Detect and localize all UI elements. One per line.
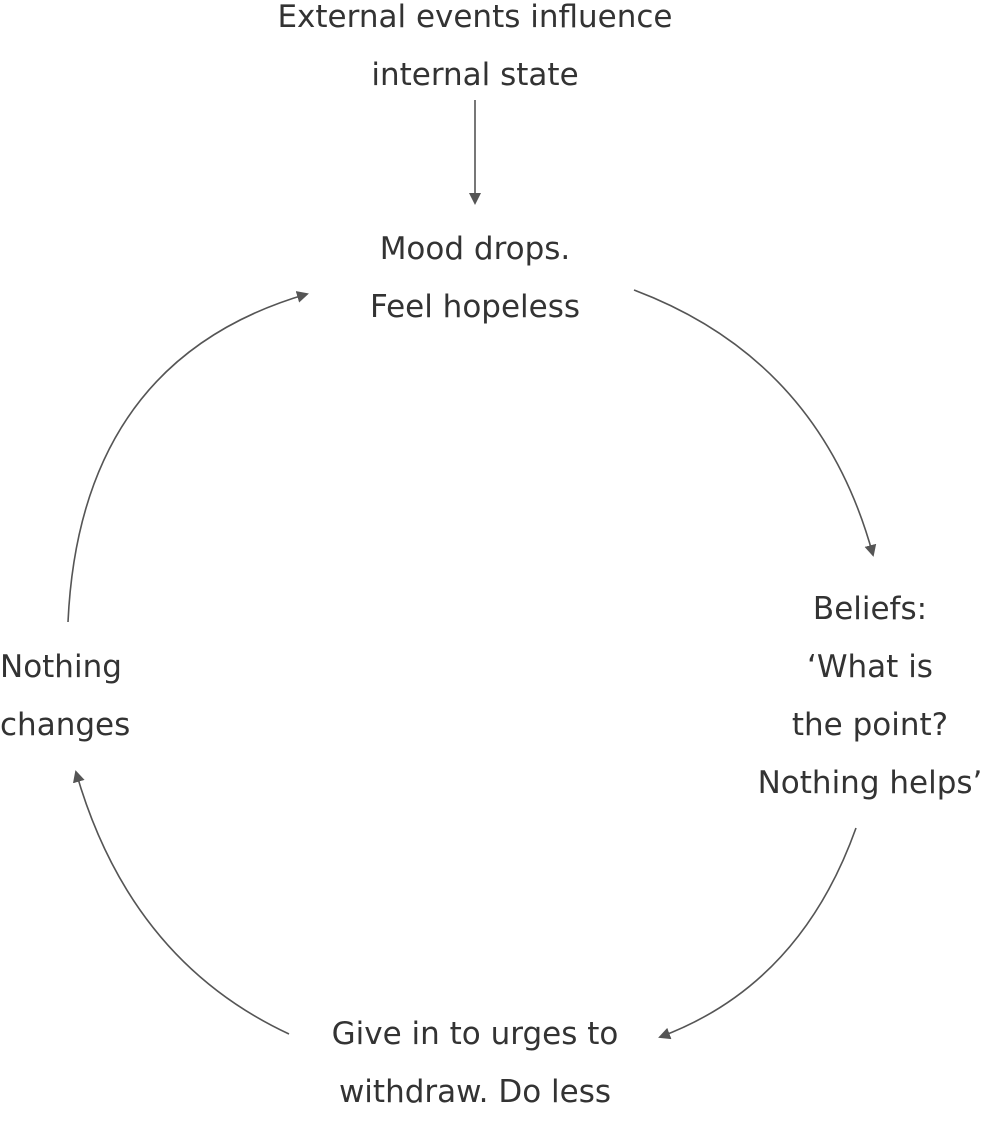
arrow-givein-to-nothing	[72, 770, 290, 1035]
node-beliefs-line-3: the point?	[791, 707, 949, 743]
node-mood-drops-line-1: Mood drops.	[379, 231, 571, 267]
node-give-in-line-1: Give in to urges to	[331, 1016, 619, 1052]
node-nothing-changes-line-2: changes	[0, 707, 131, 743]
node-external-events: External events influence internal state	[250, 0, 700, 104]
node-nothing-changes-line-1: Nothing	[0, 649, 122, 685]
node-give-in: Give in to urges to withdraw. Do less	[290, 1005, 660, 1121]
node-beliefs-line-4: Nothing helps’	[757, 765, 983, 801]
node-external-events-line-2: internal state	[371, 57, 579, 93]
node-beliefs: Beliefs: ‘What is the point? Nothing hel…	[740, 580, 1000, 812]
arrow-beliefs-to-givein	[658, 827, 857, 1040]
node-mood-drops-line-2: Feel hopeless	[369, 289, 581, 325]
arrow-nothing-to-mood	[67, 291, 309, 623]
node-nothing-changes: Nothing changes	[0, 638, 170, 754]
node-external-events-line-1: External events influence	[277, 0, 673, 35]
arrow-mood-to-beliefs	[633, 289, 877, 557]
node-give-in-line-2: withdraw. Do less	[338, 1074, 612, 1110]
node-mood-drops: Mood drops. Feel hopeless	[300, 220, 650, 336]
node-beliefs-line-1: Beliefs:	[812, 591, 928, 627]
node-beliefs-line-2: ‘What is	[807, 649, 933, 685]
